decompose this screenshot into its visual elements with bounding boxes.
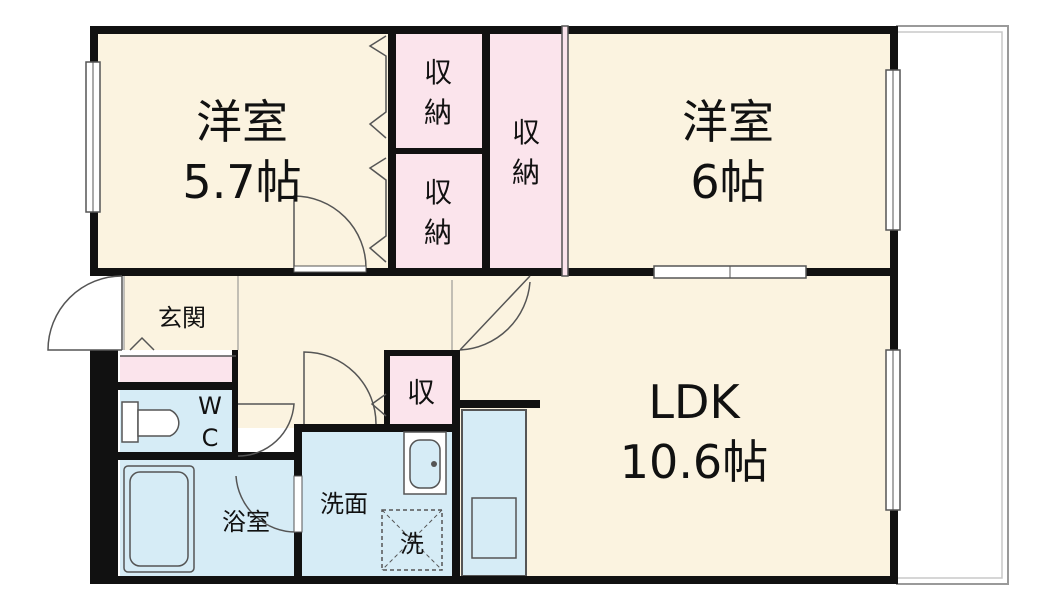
wall-toilet-top (118, 382, 238, 390)
storage-upper-label-2: 納 (424, 96, 452, 129)
toilet-label-2: C (202, 424, 219, 452)
door-ldk[interactable] (459, 275, 531, 351)
washbasin-icon (403, 431, 447, 495)
bathtub-icon (123, 465, 195, 573)
wall-bath-top (118, 452, 300, 460)
washroom-label: 洗面 (320, 490, 368, 518)
entrance-door[interactable] (47, 275, 123, 351)
balcony-outline (896, 25, 1009, 585)
western-room-left-size: 5.7帖 (182, 155, 301, 209)
storage-center-label-2: 納 (512, 156, 540, 189)
corridor-floor (236, 350, 386, 428)
western-room-right-name: 洋室 (682, 95, 774, 149)
outer-wall-bottom (90, 576, 898, 584)
door-left-room[interactable] (293, 195, 367, 269)
western-room-right-size: 6帖 (690, 155, 765, 209)
door-toilet[interactable] (237, 403, 295, 457)
wall-wet-area-top (296, 424, 460, 432)
storage-lower-folding-door[interactable] (368, 157, 387, 263)
outer-wall-right (890, 26, 898, 582)
toilet-icon (121, 401, 180, 443)
wall-storage-right (561, 25, 569, 277)
ldk-floor (460, 276, 892, 576)
washer-label: 洗 (400, 530, 424, 558)
wall-storage-small-left (384, 350, 390, 426)
storage-lower-label-1: 収 (424, 176, 452, 209)
western-room-left-name: 洋室 (196, 95, 288, 149)
toilet-label-1: W (198, 392, 222, 420)
kitchen-sink-icon (471, 497, 517, 559)
storage-upper-folding-door[interactable] (368, 35, 387, 139)
storage-lower-floor (396, 152, 484, 272)
shoe-shelf-floor (120, 356, 234, 382)
storage-small-label: 収 (407, 376, 435, 409)
storage-small-floor (390, 356, 452, 426)
door-washroom[interactable] (303, 351, 377, 425)
wall-storage-mid (482, 26, 490, 276)
shoe-shelf-folding-door[interactable] (129, 336, 155, 351)
ldk-name: LDK (648, 375, 741, 429)
wall-kitchen-top (456, 400, 540, 408)
storage-small-folding-door[interactable] (370, 393, 387, 417)
ldk-size: 10.6帖 (620, 435, 768, 489)
bathroom-label: 浴室 (222, 508, 270, 536)
outer-wall-top (90, 26, 898, 34)
door-bathroom[interactable] (235, 475, 297, 533)
storage-lower-label-2: 納 (424, 216, 452, 249)
wall-storage-small-top (384, 350, 460, 356)
wall-storage-divider (390, 148, 484, 154)
entrance-label: 玄関 (158, 304, 206, 332)
wall-wet-right (452, 350, 460, 580)
washer-space (381, 509, 443, 571)
wall-toilet-right (232, 350, 238, 456)
outer-wall-left-lower (90, 350, 118, 584)
storage-center-floor (488, 32, 564, 272)
storage-upper-label-1: 収 (424, 56, 452, 89)
storage-center-label-1: 収 (512, 116, 540, 149)
western-room-right-floor (566, 32, 892, 272)
wall-bedroom-row-bottom (118, 268, 890, 276)
western-room-left-floor (96, 32, 392, 272)
balcony-inner-line (896, 31, 1003, 579)
storage-upper-floor (396, 32, 484, 152)
entrance-wall-top (90, 268, 124, 276)
